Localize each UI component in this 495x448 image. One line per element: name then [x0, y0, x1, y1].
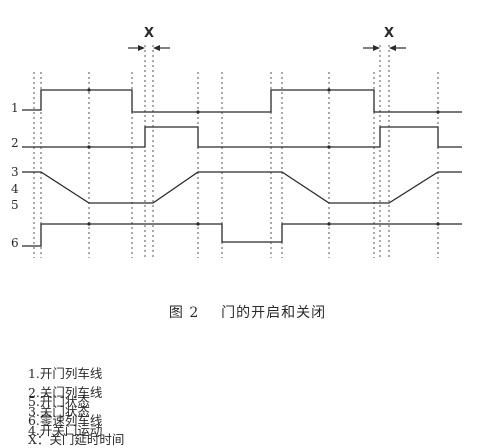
- intersection-dot: [196, 222, 200, 226]
- intersection-dot: [327, 145, 331, 149]
- legend-item-1: 1.开门列车线: [27, 366, 103, 381]
- intersection-dot: [436, 222, 440, 226]
- figure-title: 门的开启和关闭: [221, 305, 327, 321]
- intersection-dot: [87, 145, 91, 149]
- intersection-dot: [87, 222, 91, 226]
- intersection-dot: [436, 110, 440, 114]
- delay-marker-label: X: [144, 26, 154, 41]
- legend-item-6: 6.零速列车线: [27, 413, 103, 428]
- legend-item-x: X：关门延时时间: [27, 432, 125, 447]
- intersection-dot: [327, 222, 331, 226]
- signal-label-1: 1: [11, 101, 19, 115]
- legend-item-5: 5.开门状态: [27, 394, 90, 409]
- intersection-dot: [87, 88, 91, 92]
- signal-label-2: 2: [11, 136, 19, 150]
- signal-label-5: 5: [11, 198, 19, 212]
- timing-guide-lines: [33, 45, 439, 258]
- delay-marker-label: X: [384, 26, 394, 41]
- signal-6-zero-speed-trainline: [22, 223, 462, 247]
- intersection-dot: [327, 88, 331, 92]
- door-timing-diagram: 1 2 3 4 5 6 X X: [11, 26, 462, 258]
- figure-number: 图 2: [168, 305, 200, 321]
- signal-label-3: 3: [11, 165, 19, 179]
- delay-marker-left: X: [128, 26, 170, 51]
- signal-label-6: 6: [11, 236, 19, 250]
- signal-1-door-open-trainline: [22, 89, 462, 113]
- signal-2-door-close-trainline: [22, 126, 462, 148]
- figure-caption: 图 2 门的开启和关闭: [0, 302, 495, 322]
- legend-item-2: 2.关门列车线: [27, 385, 103, 400]
- intersection-dot: [196, 110, 200, 114]
- signal-label-4: 4: [11, 182, 19, 196]
- legend-line-2: 5.开门状态 6.零速列车线 X：关门延时时间: [20, 376, 138, 448]
- signal-3-4-5-door-state-motion: [22, 171, 462, 204]
- intersection-dots: [87, 88, 440, 226]
- delay-marker-right: X: [363, 26, 406, 51]
